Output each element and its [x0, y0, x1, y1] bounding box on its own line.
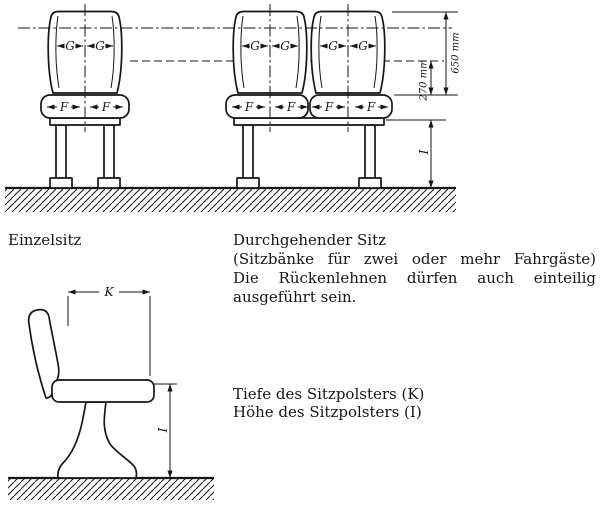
single-seat: [40, 10, 130, 189]
dim-label-F: F: [366, 100, 376, 114]
dim-label-F: F: [59, 100, 69, 114]
dim-I-front: I: [417, 120, 434, 188]
dim-label-I: I: [156, 427, 170, 433]
seat-foot: [358, 177, 382, 189]
dim-label-K: K: [104, 285, 115, 299]
seat-foot: [49, 177, 73, 189]
dim-label-F: F: [244, 100, 254, 114]
continuous-seat-title: Durchgehender Sitz: [233, 231, 387, 249]
side-view-drawing: K I: [8, 285, 214, 500]
dim-label-650mm: 650 mm: [451, 32, 462, 73]
continuous-seat-line: Die Rückenlehnen dürfen auch einteilig: [233, 269, 596, 287]
dim-label-I: I: [417, 149, 431, 155]
seat-leg: [103, 124, 115, 181]
seat-frame: [233, 117, 385, 126]
seat-leg: [364, 124, 376, 181]
dim-F-bench-right: F F: [312, 100, 388, 114]
continuous-seat-line: ausgeführt sein.: [233, 288, 357, 306]
side-seat: [27, 308, 155, 479]
dim-label-F: F: [101, 100, 111, 114]
dim-K: K: [67, 285, 151, 376]
seat-leg: [242, 124, 254, 181]
dim-label-G: G: [95, 39, 105, 53]
dim-label-G: G: [358, 39, 368, 53]
continuous-seat-line: (Sitzbänke für zwei oder mehr Fahrgäste): [233, 250, 596, 268]
caption-cushion-height: Höhe des Sitzpolsters (I): [233, 403, 422, 421]
dim-label-270mm: 270 mm: [419, 59, 430, 101]
seat-cushion: [309, 94, 393, 119]
dim-label-G: G: [280, 39, 290, 53]
dim-label-G: G: [65, 39, 75, 53]
seat-centerlines: [84, 4, 349, 132]
dim-label-G: G: [328, 39, 338, 53]
dim-F-bench-left: F F: [232, 100, 308, 114]
dim-label-G: G: [250, 39, 260, 53]
dim-G-bench-left: G G: [242, 39, 298, 53]
dim-F-single-seat: F F: [47, 100, 123, 114]
dim-270mm: 270 mm: [419, 59, 434, 102]
dim-I-side: I: [154, 383, 177, 478]
pedestal: [57, 401, 138, 479]
caption-cushion-depth: Tiefe des Sitzpolsters (K): [233, 385, 425, 403]
ground-side: [8, 476, 214, 500]
dim-label-F: F: [286, 100, 296, 114]
seat-foot: [236, 177, 260, 189]
seat-foot: [97, 177, 121, 189]
front-view-drawing: G G G G G G F F: [5, 4, 462, 212]
dim-label-F: F: [324, 100, 334, 114]
dim-G-single-seat: G G: [56, 39, 113, 53]
caption-single-seat: Einzelsitz: [8, 231, 82, 249]
seat-leg: [55, 124, 67, 181]
dim-650mm: 650 mm: [443, 12, 462, 95]
cushion-profile: [51, 379, 155, 403]
dim-G-bench-right: G G: [320, 39, 376, 53]
ground-front: [5, 186, 456, 212]
caption-continuous-seat: Durchgehender Sitz (Sitzbänke für zwei o…: [233, 231, 596, 307]
